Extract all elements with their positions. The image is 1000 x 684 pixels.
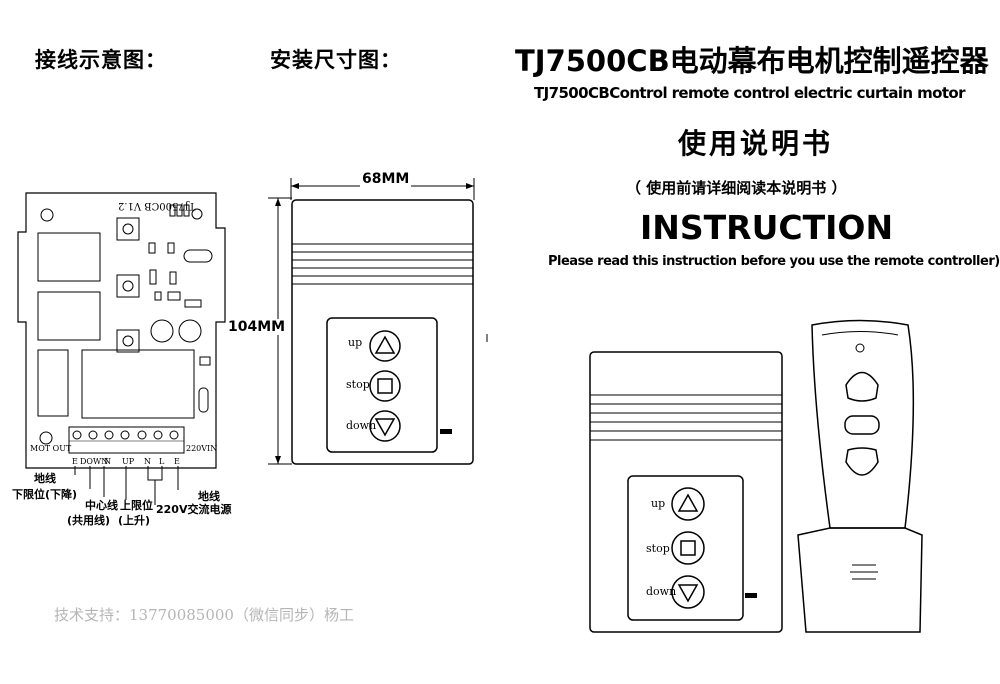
mot-out-label: MOT OUT: [30, 444, 72, 453]
up-rise-label: (上升): [118, 514, 151, 527]
product-title-cn: TJ7500CB电动幕布电机控制遥控器: [515, 44, 989, 78]
pin-label: N: [104, 457, 111, 466]
width-dimension-label: 68MM: [360, 171, 412, 187]
down-limit-label: 下限位(下降): [12, 488, 78, 501]
up-button[interactable]: [368, 329, 402, 363]
up-button[interactable]: [670, 486, 706, 522]
stop-button[interactable]: [670, 530, 706, 566]
up-label: up: [651, 497, 666, 510]
wiring-diagram-header: 接线示意图：: [35, 48, 167, 72]
remote-stop-icon: [844, 415, 880, 435]
stop-label: stop: [346, 378, 370, 391]
power-in-label: 220VIN: [186, 444, 218, 453]
pin-label: UP: [122, 457, 135, 466]
stop-square-icon: [680, 540, 696, 556]
ground-label-left: 地线: [34, 472, 56, 485]
pin-label: E: [174, 457, 180, 466]
remote-up-icon: [845, 371, 879, 402]
pin-label: DOWN: [80, 457, 109, 466]
up-arrow-icon: [677, 493, 699, 512]
instruction-subtitle: Please read this instruction before you …: [548, 254, 1000, 269]
up-arrow-icon: [374, 335, 396, 354]
down-label: down: [646, 585, 677, 598]
stop-button[interactable]: [368, 369, 402, 403]
indicator-led-icon: [855, 343, 865, 353]
remote-down-icon: [845, 447, 879, 476]
ground-label-right: 地线: [198, 490, 220, 503]
down-button[interactable]: [368, 409, 402, 443]
down-label: down: [346, 419, 377, 432]
common-wire-label: (共用线): [67, 514, 111, 527]
product-title-en: TJ7500CBControl remote control electric …: [534, 84, 966, 102]
center-wire-label: 中心线: [85, 499, 118, 512]
down-arrow-icon: [677, 584, 699, 603]
manual-heading: 使用说明书: [678, 127, 834, 160]
instruction-heading: INSTRUCTION: [640, 208, 894, 247]
stop-square-icon: [377, 378, 393, 394]
down-arrow-icon: [374, 418, 396, 437]
dimension-diagram-header: 安装尺寸图：: [270, 48, 402, 72]
technical-support-note: 技术支持：13770085000（微信同步）杨工: [54, 606, 354, 624]
pin-label: L: [159, 457, 165, 466]
height-dimension-label: 104MM: [228, 319, 286, 335]
up-label: up: [348, 336, 363, 349]
pin-label: E: [72, 457, 78, 466]
stop-label: stop: [646, 542, 670, 555]
read-note: （ 使用前请详细阅读本说明书 ）: [626, 179, 847, 197]
power-label: 220V交流电源: [156, 503, 232, 516]
up-limit-label: 上限位: [120, 499, 153, 512]
pin-label: N: [144, 457, 151, 466]
down-button[interactable]: [670, 574, 706, 610]
